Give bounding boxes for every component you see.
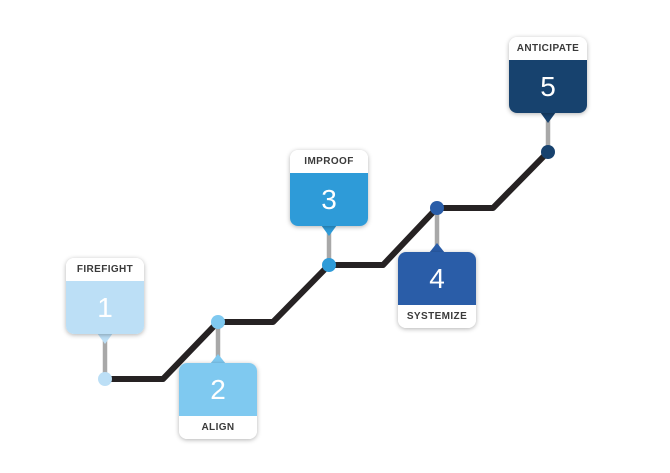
step-card-2: 2 ALIGN [179, 363, 257, 439]
step-4-node-dot [430, 201, 444, 215]
step-1-label: FIREFIGHT [66, 258, 144, 281]
step-1-number: 1 [66, 281, 144, 334]
step-4-pointer [429, 243, 445, 253]
step-card-4: 4 SYSTEMIZE [398, 252, 476, 328]
step-2-node-dot [211, 315, 225, 329]
step-5-node-dot [541, 145, 555, 159]
step-2-label: ALIGN [179, 416, 257, 439]
step-card-3: IMPROOF 3 [290, 150, 368, 226]
step-5-number: 5 [509, 60, 587, 113]
step-3-number: 3 [290, 173, 368, 226]
step-card-1: FIREFIGHT 1 [66, 258, 144, 334]
step-2-number: 2 [179, 363, 257, 416]
step-4-number: 4 [398, 252, 476, 305]
step-5-label: ANTICIPATE [509, 37, 587, 60]
step-3-pointer [321, 225, 337, 236]
step-5-pointer [540, 112, 556, 123]
step-3-label: IMPROOF [290, 150, 368, 173]
step-4-label: SYSTEMIZE [398, 305, 476, 328]
step-card-5: ANTICIPATE 5 [509, 37, 587, 113]
step-3-node-dot [322, 258, 336, 272]
step-2-pointer [210, 354, 226, 364]
step-1-pointer [97, 333, 113, 344]
step-1-node-dot [98, 372, 112, 386]
